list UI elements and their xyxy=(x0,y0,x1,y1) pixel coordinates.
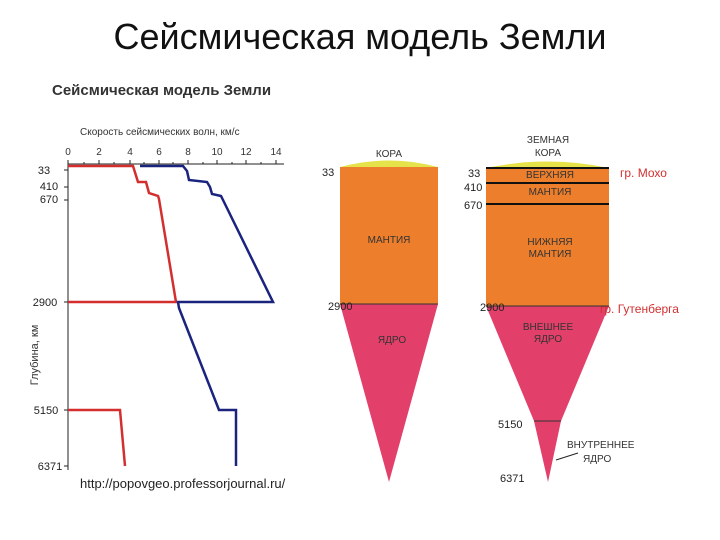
x-tick: 2 xyxy=(96,147,102,158)
left-mantle-label: МАНТИЯ xyxy=(368,235,411,246)
left-depth-33: 33 xyxy=(322,167,334,179)
y-axis-title: Глубина, км xyxy=(29,325,41,386)
left-core xyxy=(340,304,438,482)
gutenberg-label: гр. Гутенберга xyxy=(600,302,679,316)
x-axis-title: Скорость сейсмических волн, км/с xyxy=(80,127,240,138)
right-depth-33: 33 xyxy=(468,168,480,180)
outer-core-label-1: ВНЕШНЕЕ xyxy=(523,322,574,333)
left-crust xyxy=(340,160,438,167)
depth-label: 2900 xyxy=(33,297,57,309)
upper-mantle-label-2: МАНТИЯ xyxy=(529,187,572,198)
right-crust-label-1: ЗЕМНАЯ xyxy=(527,135,569,146)
x-tick: 10 xyxy=(211,147,223,158)
right-crust xyxy=(486,161,609,168)
figure-title: Сейсмическая модель Земли xyxy=(52,82,271,99)
x-tick: 6 xyxy=(156,147,162,158)
moho-label: гр. Мохо xyxy=(620,166,667,180)
depth-label: 410 xyxy=(40,181,58,193)
s-wave-curve-inner-core xyxy=(68,408,127,467)
right-crust-label-2: КОРА xyxy=(535,148,561,159)
left-mantle xyxy=(340,167,438,304)
x-tick: 0 xyxy=(65,147,71,158)
left-depth-2900: 2900 xyxy=(328,301,352,313)
right-depth-410: 410 xyxy=(464,182,482,194)
right-lower-mantle xyxy=(486,204,609,306)
lower-mantle-label-1: НИЖНЯЯ xyxy=(527,237,572,248)
depth-label: 5150 xyxy=(34,405,58,417)
upper-mantle-label-1: ВЕРХНЯЯ xyxy=(526,170,574,181)
outer-core-label-2: ЯДРО xyxy=(534,334,562,345)
right-inner-core xyxy=(534,421,561,482)
inner-core-label-1: ВНУТРЕННЕЕ xyxy=(567,440,635,451)
right-outer-core xyxy=(486,306,609,421)
x-tick: 12 xyxy=(240,147,252,158)
s-wave-curve xyxy=(68,164,178,304)
inner-core-label-2: ЯДРО xyxy=(583,454,611,465)
left-core-label: ЯДРО xyxy=(378,335,406,346)
x-tick: 4 xyxy=(127,147,133,158)
right-depth-2900: 2900 xyxy=(480,302,504,314)
velocity-chart: Скорость сейсмических волн, км/с 0 2 4 6… xyxy=(29,127,286,491)
x-tick: 14 xyxy=(270,147,282,158)
depth-label: 6371 xyxy=(38,461,62,473)
depth-label: 670 xyxy=(40,194,58,206)
right-cone: ЗЕМНАЯ КОРА ВЕРХНЯЯ МАНТИЯ НИЖНЯЯ МАНТИЯ… xyxy=(464,135,679,485)
x-tick: 8 xyxy=(185,147,191,158)
depth-label: 33 xyxy=(38,165,50,177)
inner-core-pointer xyxy=(555,452,579,461)
left-crust-label: КОРА xyxy=(376,149,402,160)
right-upper-mantle xyxy=(486,168,609,204)
p-wave-curve xyxy=(140,164,276,466)
right-depth-5150: 5150 xyxy=(498,419,522,431)
left-cone: КОРА МАНТИЯ ЯДРО 33 2900 xyxy=(322,149,438,482)
lower-mantle-label-2: МАНТИЯ xyxy=(529,249,572,260)
right-depth-6371: 6371 xyxy=(500,473,524,485)
source-url: http://popovgeo.professorjournal.ru/ xyxy=(80,476,286,491)
slide-title: Сейсмическая модель Земли xyxy=(113,16,607,57)
right-depth-670: 670 xyxy=(464,200,482,212)
